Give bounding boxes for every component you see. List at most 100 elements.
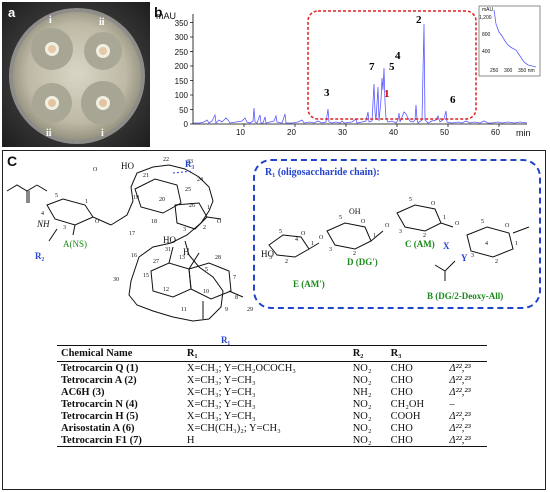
svg-text:11: 11 [181, 307, 187, 313]
svg-text:22: 22 [163, 157, 169, 163]
cell-r1: X=CH₃; Y=CH₃ [186, 374, 256, 386]
x-label: X [443, 241, 450, 251]
cell-name: Tetrocarcin N (4) [61, 398, 138, 410]
cell-r1: X=CH₃; Y=CH₃ [186, 410, 256, 422]
svg-text:1: 1 [311, 241, 314, 247]
x-ticks [243, 124, 500, 127]
cell-r1: X=CH₃; Y=CH₂OCOCH₃ [186, 362, 296, 374]
table-row: Tetrocarcin F1 (7) H NO₂ CHO Δ²²,²³ [57, 434, 487, 447]
inset-y-tick: 400 [482, 49, 491, 55]
cell-r1: H [182, 434, 349, 447]
svg-text:1: 1 [443, 215, 446, 221]
peak-label-5: 5 [389, 61, 395, 73]
svg-text:O: O [301, 231, 306, 237]
inset-y-tick: 1,200 [479, 15, 492, 21]
cell-delta: Δ²²,²³ [449, 422, 471, 434]
table-row: Tetrocarcin Q (1) X=CH₃; Y=CH₂OCOCH₃ NO₂… [57, 362, 487, 375]
svg-text:O: O [217, 219, 222, 225]
peak-label-1: 1 [384, 88, 390, 100]
cell-r2: NO₂ [352, 422, 372, 434]
petri-dish-image [2, 2, 150, 147]
panel-c-structures: C [2, 150, 546, 490]
y-ticks [190, 22, 193, 125]
svg-text:2: 2 [423, 233, 426, 239]
x-tick-label: 20 [287, 128, 296, 137]
cell-name: Tetrocarcin F1 (7) [57, 434, 183, 447]
svg-text:3: 3 [183, 227, 186, 233]
svg-text:5: 5 [481, 219, 484, 225]
svg-text:O: O [95, 219, 100, 225]
y-tick-label: 350 [174, 19, 188, 28]
cell-r2: NO₂ [352, 362, 372, 374]
panel-c-label: C [7, 153, 18, 169]
svg-text:9: 9 [225, 307, 228, 313]
svg-text:3: 3 [63, 225, 66, 231]
cell-r1: X=CH₃; Y=CH₃ [186, 386, 256, 398]
svg-text:5: 5 [205, 267, 208, 273]
cell-delta: Δ²²,²³ [449, 362, 471, 374]
table-header-row: Chemical Name R₁ R₂ R₃ [57, 345, 487, 362]
svg-text:30: 30 [113, 277, 119, 283]
cell-r1: X=CH₃; Y=CH₃ [186, 398, 256, 410]
cell-delta: Δ²²,²³ [449, 410, 471, 422]
cell-r3: CHO [390, 422, 413, 434]
cell-r2: NO₂ [348, 434, 387, 447]
svg-text:3: 3 [269, 255, 272, 261]
header-chemical-name: Chemical Name [57, 345, 183, 362]
svg-text:O: O [431, 201, 436, 207]
svg-text:3: 3 [399, 229, 402, 235]
svg-text:O: O [385, 223, 390, 229]
cell-name: Tetrocarcin A (2) [61, 374, 137, 386]
cell-delta: – [449, 398, 455, 410]
svg-text:1: 1 [207, 205, 210, 211]
svg-text:23: 23 [187, 159, 193, 165]
svg-text:2: 2 [353, 251, 356, 257]
y-tick-label: 100 [174, 91, 188, 100]
y-unit-label: mAU [156, 11, 176, 21]
inset-x-tick: 300 [504, 68, 513, 74]
chromatogram-plot [190, 5, 541, 127]
quadrant-label-bl: ii [46, 128, 52, 139]
oh-bottom-label: HO [163, 235, 176, 245]
svg-text:21: 21 [143, 173, 149, 179]
sugar-c-label: C (AM) [405, 239, 435, 249]
peak-label-2: 2 [416, 14, 422, 26]
svg-text:4: 4 [485, 241, 488, 247]
panel-a-label: a [8, 5, 16, 20]
inset-x-tick: 250 [490, 68, 499, 74]
svg-text:2: 2 [285, 259, 288, 265]
table-row: Arisostatin A (6) X=CH(CH₃)₂; Y=CH₃ NO₂ … [57, 422, 487, 434]
svg-text:7: 7 [233, 275, 236, 281]
uv-spectrum-trace [493, 9, 537, 68]
cell-r2: NH₂ [352, 386, 372, 398]
svg-text:13: 13 [179, 255, 185, 261]
cell-name: Arisostatin A (6) [61, 422, 135, 434]
svg-text:18: 18 [151, 219, 157, 225]
svg-text:4: 4 [41, 211, 44, 217]
cell-r3: CHO [390, 374, 413, 386]
quadrant-label-tr: ii [99, 17, 105, 28]
header-r1: R₁ [182, 345, 349, 362]
table-row: Tetrocarcin A (2) X=CH₃; Y=CH₃ NO₂ CHO Δ… [57, 374, 487, 386]
svg-text:28: 28 [215, 255, 221, 261]
cell-delta: Δ²²,²³ [445, 434, 487, 447]
x-unit-label: min [516, 128, 531, 138]
y-tick-label: 250 [174, 48, 188, 57]
svg-text:19: 19 [133, 195, 139, 201]
peak-label-4: 4 [395, 50, 401, 62]
panel-b-chromatogram: b mAU min 0 50 100 150 200 250 300 350 1… [152, 2, 546, 147]
svg-text:5: 5 [55, 193, 58, 199]
peak-label-7: 7 [369, 61, 375, 73]
svg-text:1: 1 [515, 241, 518, 247]
svg-text:5: 5 [409, 197, 412, 203]
svg-text:24: 24 [197, 177, 203, 183]
inset-x-tick: 350 nm [518, 68, 535, 74]
svg-text:2: 2 [495, 259, 498, 265]
svg-text:3: 3 [329, 247, 332, 253]
cell-r3: CHO [390, 362, 413, 374]
compound-table: Chemical Name R₁ R₂ R₃ Tetrocarcin Q (1)… [57, 345, 487, 447]
svg-text:5: 5 [339, 215, 342, 221]
cell-r2: NO₂ [352, 410, 372, 422]
